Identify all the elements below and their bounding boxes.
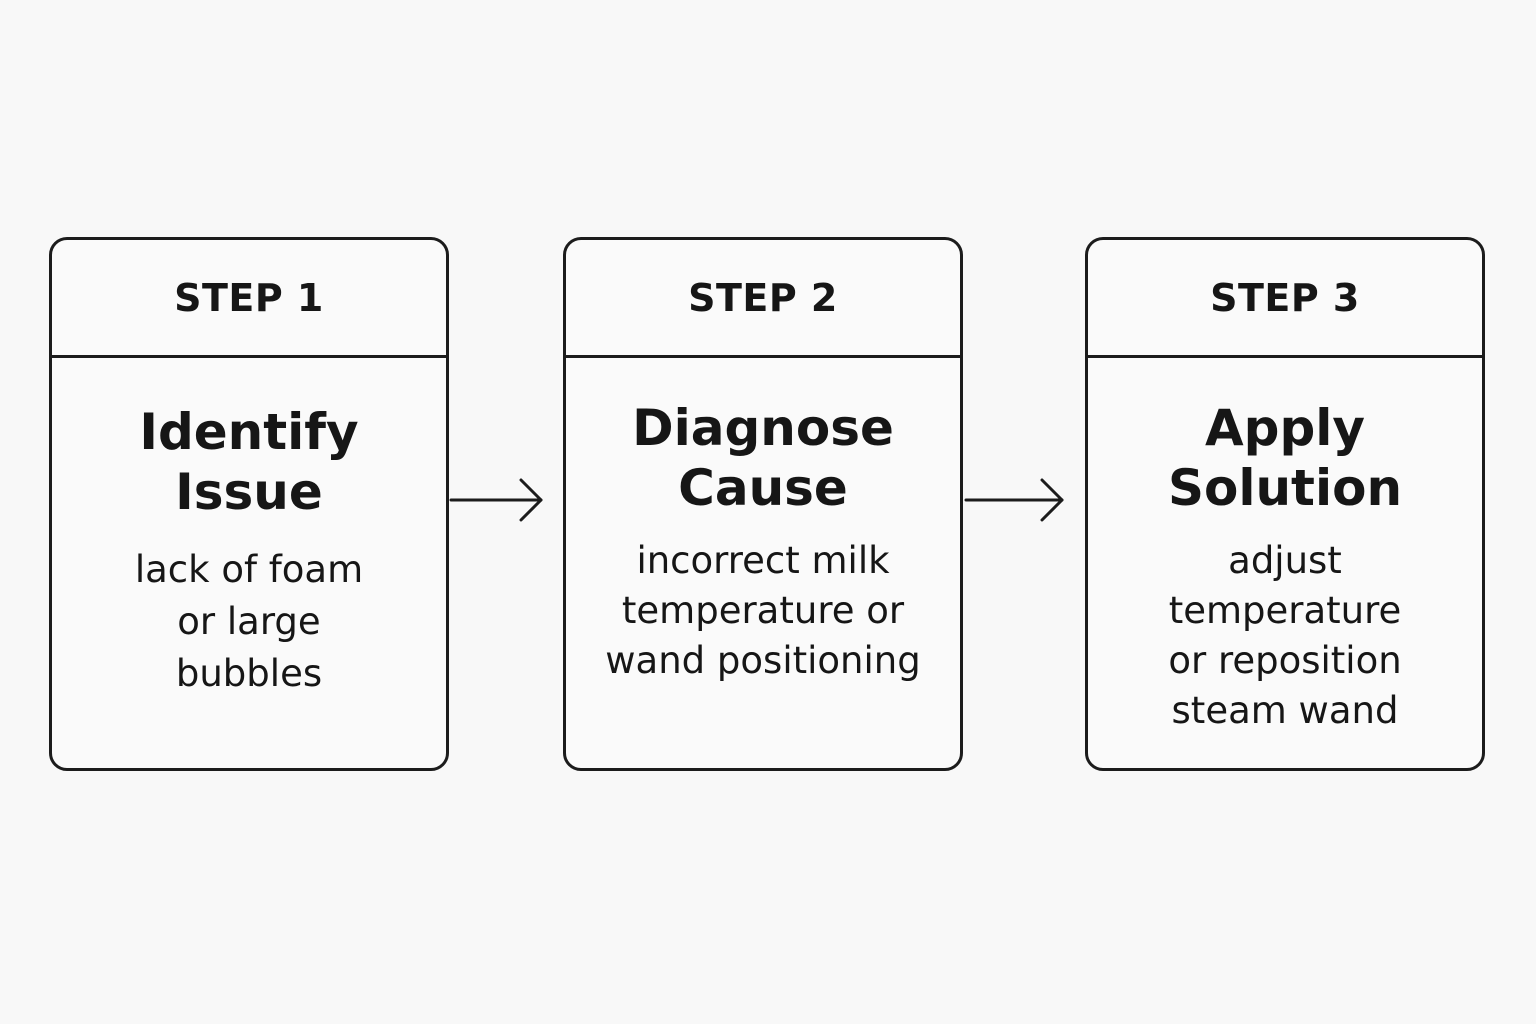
step-description: incorrect milk temperature or wand posit… [605, 539, 921, 682]
step-title: Apply Solution [1167, 399, 1403, 517]
arrow-right-icon [964, 478, 1064, 522]
step-body: Identify Issue lack of foam or large bub… [52, 358, 446, 700]
arrow-right-icon [449, 478, 543, 522]
step-description: adjust temperature or reposition steam w… [1168, 539, 1402, 732]
step-card-1: STEP 1 Identify Issue lack of foam or la… [49, 237, 449, 771]
step-label: STEP 3 [1088, 240, 1482, 358]
step-body: Diagnose Cause incorrect milk temperatur… [566, 358, 960, 686]
step-title: Diagnose Cause [632, 399, 894, 517]
step-card-3: STEP 3 Apply Solution adjust temperature… [1085, 237, 1485, 771]
step-title: Identify Issue [139, 403, 359, 521]
step-description: lack of foam or large bubbles [134, 548, 364, 695]
step-label: STEP 1 [52, 240, 446, 358]
step-label: STEP 2 [566, 240, 960, 358]
step-card-2: STEP 2 Diagnose Cause incorrect milk tem… [563, 237, 963, 771]
step-body: Apply Solution adjust temperature or rep… [1088, 358, 1482, 736]
